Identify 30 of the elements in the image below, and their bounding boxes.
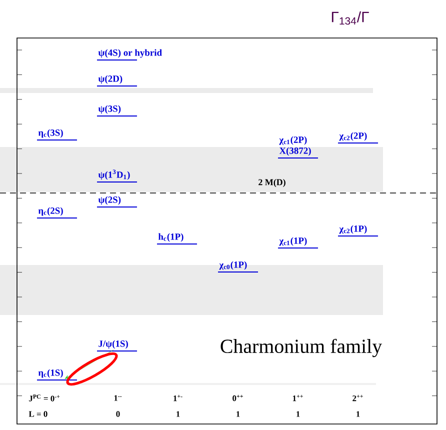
threshold-label: 2 M(D) [258,178,286,188]
energy-level: ψ(2S) [96,196,138,208]
energy-level: η$_{c}$(3S) [36,129,78,140]
quantum-number: 2$^{++}$ [352,394,363,402]
quantum-number: 1 [296,411,300,417]
energy-level: χ$_{c2}$(1P) [338,225,378,236]
quantum-number: 1$^{+-}$ [174,394,182,402]
energy-level: χ$_{c0}$(1P) [218,261,258,272]
energy-level: χ$_{c1}$(1P) [278,237,318,248]
quantum-number: J$^{PC}$ = 0$^{-+}$ [29,394,60,402]
quantum-number: 1$^{++}$ [292,394,303,402]
energy-level: ψ(2D) [96,75,138,86]
energy-level: J/ψ(1S) [96,340,138,352]
quantum-number: 0 [116,411,120,417]
diagram-title: Charmonium family [220,338,382,358]
quantum-number: 1 [236,411,240,417]
quantum-number: 1 [176,411,180,417]
quantum-number: 0$^{++}$ [232,394,243,402]
energy-level: χ$_{c1}$(2P) X(3872) [278,136,318,158]
energy-level: ψ(4S) or hybrid [96,49,162,60]
energy-level: h$_{c}$(1P) [156,233,198,244]
energy-level: χ$_{c2}$(2P) [338,132,378,144]
energy-level: ψ(3S) [96,105,138,116]
energy-level: η$_{c}$(2S) [36,207,78,218]
energy-level: ψ(1$^{3}$D$_{1}$) [96,170,138,182]
axis-title: Γ$_{134}$/Γ [332,11,369,25]
quantum-number: 1 [356,411,360,417]
quantum-number: L = 0 [28,411,48,417]
quantum-number: 1$^{--}$ [114,395,122,401]
energy-level: η$_{c}$(1S) [36,369,78,380]
